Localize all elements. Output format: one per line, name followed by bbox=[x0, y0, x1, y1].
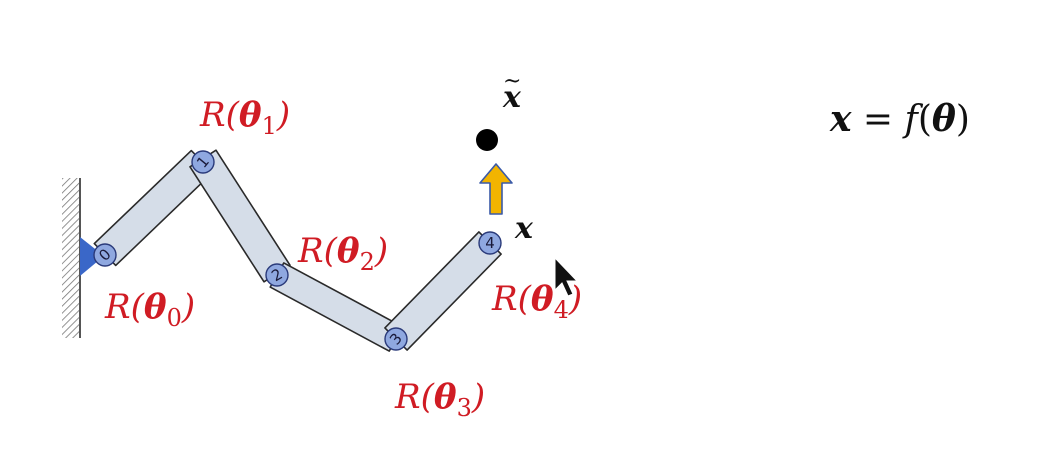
base-mount bbox=[80, 237, 104, 276]
joint-4-circle bbox=[478, 231, 502, 255]
joint-0-circle bbox=[93, 243, 117, 267]
rotation-label-theta4: R(θ4) bbox=[491, 279, 582, 324]
joint-1: 1 bbox=[191, 150, 215, 174]
mouse-cursor-icon bbox=[554, 256, 579, 297]
rotation-label-theta0: R(θ0) bbox=[104, 287, 195, 332]
target-point bbox=[476, 129, 498, 151]
links bbox=[93, 149, 502, 352]
end-effector-label: x bbox=[514, 211, 534, 246]
joint-0: 0 bbox=[93, 243, 117, 267]
wall-hatch bbox=[62, 178, 80, 338]
wall-base bbox=[62, 178, 104, 338]
rotation-label-theta2: R(θ2) bbox=[297, 231, 388, 276]
forward-kinematics-equation: x = f(θ) bbox=[829, 98, 970, 140]
rotation-label-theta1: R(θ1) bbox=[199, 95, 290, 140]
link-2-3 bbox=[269, 262, 404, 352]
rotation-label-theta3: R(θ3) bbox=[394, 377, 485, 422]
target-label: x bbox=[502, 80, 522, 115]
joint-2: 2 bbox=[265, 263, 289, 287]
joint-3: 3 bbox=[384, 327, 408, 351]
joint-2-circle bbox=[265, 263, 289, 287]
joint-4: 4 bbox=[478, 231, 502, 255]
up-arrow-icon bbox=[479, 163, 513, 215]
joint-4-number: 4 bbox=[485, 234, 495, 252]
joint-1-circle bbox=[191, 150, 215, 174]
joint-3-circle bbox=[384, 327, 408, 351]
target-tilde: ~ bbox=[503, 69, 521, 94]
